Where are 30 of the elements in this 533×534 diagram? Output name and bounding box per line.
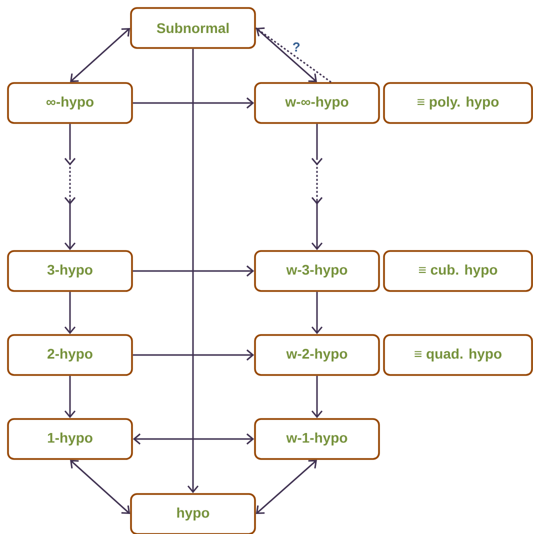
hypothesis-box: w-3-hypo xyxy=(254,250,380,292)
arrow xyxy=(132,349,254,361)
edge-label: ? xyxy=(291,41,302,52)
hypothesis-box: w-1-hypo xyxy=(254,418,380,460)
arrow xyxy=(64,376,76,418)
hypothesis-box: hypo xyxy=(130,493,256,534)
arrow xyxy=(311,292,323,334)
arrow xyxy=(255,27,317,82)
arrow xyxy=(64,292,76,334)
arrow xyxy=(187,48,199,494)
arrow xyxy=(70,460,130,514)
arrow xyxy=(70,28,130,82)
hypothesis-box: w-∞-hypo xyxy=(254,82,380,124)
hypothesis-box: 1-hypo xyxy=(7,418,133,460)
hypothesis-box: ≡ poly. hypo xyxy=(383,82,533,124)
arrow xyxy=(132,265,254,277)
arrow xyxy=(132,433,254,445)
hypothesis-box: 3-hypo xyxy=(7,250,133,292)
hypothesis-box: 2-hypo xyxy=(7,334,133,376)
hypothesis-box: ≡ quad. hypo xyxy=(383,334,533,376)
hypothesis-box: ≡ cub. hypo xyxy=(383,250,533,292)
arrow xyxy=(64,124,76,250)
arrow xyxy=(132,97,254,109)
hypothesis-box: w-2-hypo xyxy=(254,334,380,376)
hypothesis-box: ∞-hypo xyxy=(7,82,133,124)
arrow xyxy=(256,460,317,514)
arrow xyxy=(311,124,323,250)
arrow xyxy=(311,376,323,418)
arrow xyxy=(256,27,332,83)
hypothesis-box: Subnormal xyxy=(130,7,256,49)
